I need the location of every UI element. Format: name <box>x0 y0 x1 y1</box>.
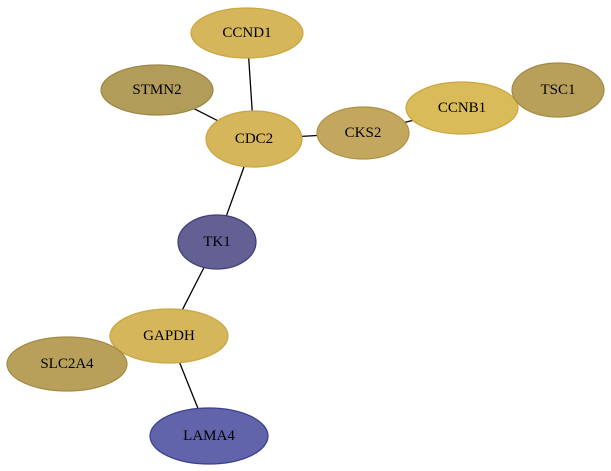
node-cks2-ellipse[interactable] <box>316 106 410 160</box>
node-ccnd1-ellipse[interactable] <box>190 7 304 59</box>
node-ccnb1-label: CCNB1 <box>438 100 486 116</box>
node-cdc2-label: CDC2 <box>235 131 273 147</box>
edge-ccnd1-cdc2 <box>248 57 253 112</box>
node-gapdh-ellipse[interactable] <box>109 308 229 364</box>
node-ccnb1[interactable]: CCNB1 <box>405 81 519 135</box>
node-slc2a4[interactable]: SLC2A4 <box>6 336 128 392</box>
edge-cdc2-cks2 <box>301 134 318 138</box>
node-gapdh-label: GAPDH <box>143 328 195 344</box>
node-tk1[interactable]: TK1 <box>177 214 257 270</box>
node-stmn2[interactable]: STMN2 <box>100 64 214 116</box>
node-tk1-ellipse[interactable] <box>177 214 257 270</box>
edge-cdc2-tk1 <box>225 166 245 217</box>
node-ccnd1[interactable]: CCND1 <box>190 7 304 59</box>
node-gapdh[interactable]: GAPDH <box>109 308 229 364</box>
edges-layer <box>178 57 413 409</box>
node-ccnd1-label: CCND1 <box>222 25 271 41</box>
edge-tk1-gapdh <box>181 267 205 310</box>
node-ccnb1-ellipse[interactable] <box>405 81 519 135</box>
edge-gapdh-lama4 <box>178 362 199 409</box>
edge-cks2-ccnb1 <box>404 119 413 124</box>
node-slc2a4-ellipse[interactable] <box>6 336 128 392</box>
node-tsc1-label: TSC1 <box>540 82 575 98</box>
node-lama4-label: LAMA4 <box>183 428 235 444</box>
node-tsc1-ellipse[interactable] <box>511 62 605 118</box>
edge-stmn2-cdc2 <box>193 108 218 122</box>
node-stmn2-label: STMN2 <box>132 82 181 98</box>
node-stmn2-ellipse[interactable] <box>100 64 214 116</box>
node-lama4-ellipse[interactable] <box>149 407 269 465</box>
node-cdc2-ellipse[interactable] <box>205 110 303 168</box>
node-lama4[interactable]: LAMA4 <box>149 407 269 465</box>
node-cks2-label: CKS2 <box>345 125 382 141</box>
node-tk1-label: TK1 <box>203 234 231 250</box>
node-tsc1[interactable]: TSC1 <box>511 62 605 118</box>
node-slc2a4-label: SLC2A4 <box>40 356 94 372</box>
node-cdc2[interactable]: CDC2 <box>205 110 303 168</box>
node-cks2[interactable]: CKS2 <box>316 106 410 160</box>
